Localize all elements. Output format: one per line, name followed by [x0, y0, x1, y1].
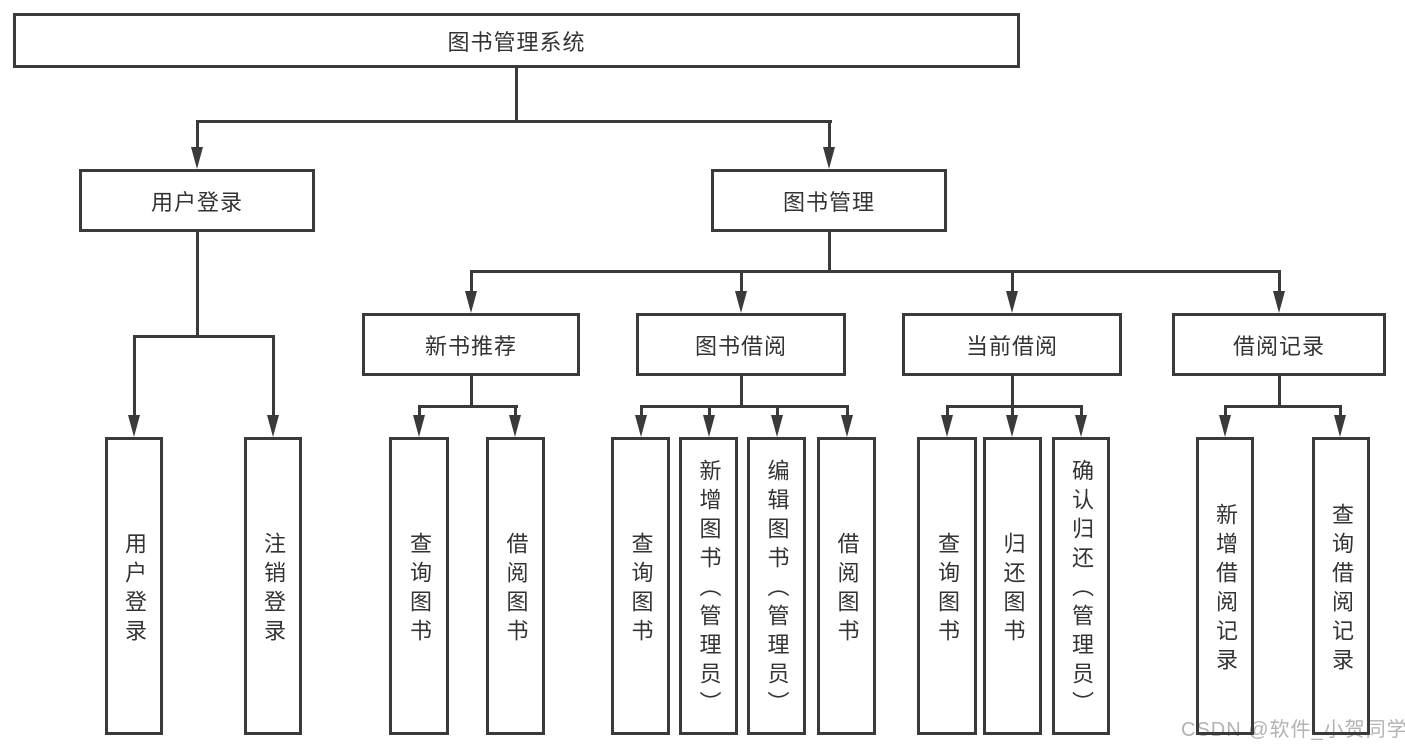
arrow-down-icon — [1006, 291, 1018, 313]
connector-branch-line — [846, 405, 849, 415]
leaf-records-add-record: 新增借阅记录 — [1196, 437, 1254, 735]
connector-branch-line — [740, 270, 743, 291]
node-current-borrow: 当前借阅 — [902, 313, 1122, 376]
connector-newbook-bar — [418, 405, 518, 408]
connector-root-bar — [196, 120, 832, 123]
connector-branch-line — [470, 270, 473, 291]
connector-branch-line — [1080, 405, 1083, 415]
node-borrow-records: 借阅记录 — [1172, 313, 1386, 376]
leaf-current-return-books: 归还图书 — [983, 437, 1042, 735]
leaf-label: 用户登录 — [122, 531, 147, 648]
leaf-label: 借阅图书 — [834, 531, 860, 648]
connector-branch-line — [133, 335, 136, 415]
node-book-borrow: 图书借阅 — [636, 313, 846, 376]
connector-branch-line — [418, 405, 421, 415]
leaf-label: 注销登录 — [261, 531, 286, 648]
node-new-book-recommend: 新书推荐 — [362, 313, 580, 376]
leaf-current-query-books: 查询图书 — [917, 437, 977, 735]
leaf-logout-login: 注销登录 — [244, 437, 302, 735]
node-label: 图书管理系统 — [447, 29, 586, 55]
connector-branch-line — [1278, 270, 1281, 291]
leaf-label: 查询借阅记录 — [1329, 502, 1354, 677]
connector-branch-line — [640, 405, 643, 415]
node-label: 图书借阅 — [694, 333, 787, 359]
connector-branch-line — [828, 120, 831, 147]
csdn-watermark: CSDN @软件_小贺同学 — [1181, 719, 1405, 741]
connector-root-stem — [515, 68, 518, 120]
node-label: 借阅记录 — [1232, 333, 1325, 359]
arrow-down-icon — [191, 147, 203, 169]
leaf-label: 确认归还（管理员） — [1069, 459, 1094, 720]
arrow-down-icon — [413, 415, 425, 437]
connector-branch-line — [708, 405, 711, 415]
leaf-newbooks-query-books: 查询图书 — [389, 437, 449, 735]
leaf-current-confirm-return-admin: 确认归还（管理员） — [1052, 437, 1110, 735]
node-library-management-system: 图书管理系统 — [13, 13, 1020, 68]
connector-userlogin-bar — [133, 335, 275, 338]
arrow-down-icon — [941, 415, 953, 437]
arrow-down-icon — [771, 415, 783, 437]
leaf-label: 新增借阅记录 — [1213, 502, 1238, 677]
arrow-down-icon — [1273, 291, 1285, 313]
leaf-borrow-edit-books-admin: 编辑图书（管理员） — [747, 437, 806, 735]
connector-records-bar — [1224, 405, 1342, 408]
leaf-label: 新增图书（管理员） — [696, 459, 722, 720]
leaf-records-query-record: 查询借阅记录 — [1312, 437, 1370, 735]
node-label: 当前借阅 — [965, 333, 1058, 359]
connector-userlogin-stem — [196, 232, 199, 335]
leaf-newbooks-borrow-books: 借阅图书 — [486, 437, 545, 735]
connector-bookmgmt-stem — [828, 232, 831, 270]
connector-branch-line — [514, 405, 517, 415]
connector-branch-line — [1011, 270, 1014, 291]
connector-branch-line — [1011, 405, 1014, 415]
connector-currentborrow-stem — [1011, 376, 1014, 405]
arrow-down-icon — [735, 291, 747, 313]
arrow-down-icon — [1334, 415, 1346, 437]
arrow-down-icon — [1006, 415, 1018, 437]
leaf-user-login: 用户登录 — [105, 437, 163, 735]
connector-bookborrow-bar — [640, 405, 849, 408]
arrow-down-icon — [128, 415, 140, 437]
arrow-down-icon — [267, 415, 279, 437]
leaf-borrow-query-books: 查询图书 — [611, 437, 670, 735]
node-user-login: 用户登录 — [79, 169, 315, 232]
connector-branch-line — [946, 405, 949, 415]
connector-newbook-stem — [470, 376, 473, 405]
connector-branch-line — [776, 405, 779, 415]
arrow-down-icon — [1219, 415, 1231, 437]
node-label: 用户登录 — [150, 189, 243, 215]
arrow-down-icon — [841, 415, 853, 437]
connector-bookmgmt-bar — [470, 270, 1281, 273]
node-label: 图书管理 — [782, 189, 875, 215]
connector-branch-line — [1224, 405, 1227, 415]
leaf-label: 编辑图书（管理员） — [764, 459, 790, 720]
arrow-down-icon — [1075, 415, 1087, 437]
leaf-label: 查询图书 — [935, 531, 960, 648]
node-label: 新书推荐 — [424, 333, 517, 359]
connector-branch-line — [272, 335, 275, 415]
arrow-down-icon — [703, 415, 715, 437]
arrow-down-icon — [823, 147, 835, 169]
connector-records-stem — [1278, 376, 1281, 405]
connector-branch-line — [196, 120, 199, 147]
leaf-label: 归还图书 — [1000, 531, 1026, 648]
leaf-label: 借阅图书 — [503, 531, 529, 648]
leaf-borrow-borrow-books: 借阅图书 — [817, 437, 876, 735]
connector-bookborrow-stem — [740, 376, 743, 405]
leaf-label: 查询图书 — [628, 531, 654, 648]
node-book-management: 图书管理 — [711, 169, 947, 232]
arrow-down-icon — [465, 291, 477, 313]
connector-currentborrow-bar — [946, 405, 1083, 408]
arrow-down-icon — [509, 415, 521, 437]
leaf-borrow-add-books-admin: 新增图书（管理员） — [679, 437, 738, 735]
connector-branch-line — [1339, 405, 1342, 415]
leaf-label: 查询图书 — [407, 531, 432, 648]
arrow-down-icon — [635, 415, 647, 437]
